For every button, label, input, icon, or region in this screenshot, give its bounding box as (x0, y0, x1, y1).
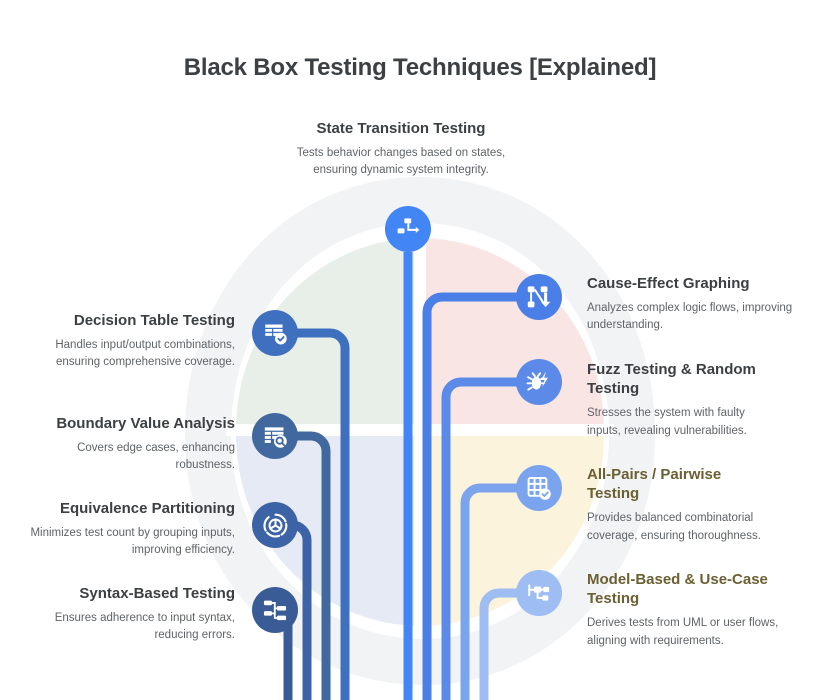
outer-ring-shape (184, 176, 656, 686)
item-state-transition: State Transition Testing Tests behavior … (295, 119, 507, 180)
item-cause-effect: Cause-Effect Graphing Analyzes complex l… (587, 274, 805, 335)
item-body: Derives tests from UML or user flows, al… (587, 617, 779, 647)
item-model-based: Model-Based & Use-Case Testing Derives t… (587, 570, 787, 650)
node-fuzz-testing[interactable] (516, 359, 562, 405)
wire-decision-table (281, 328, 350, 700)
wire-fuzz-testing (441, 377, 559, 700)
node-equivalence-partitioning[interactable] (252, 502, 298, 548)
grid-check-icon (527, 477, 551, 500)
node-all-pairs[interactable] (516, 465, 562, 511)
item-heading: Equivalence Partitioning (59, 500, 235, 517)
blob-gap-horizontal (226, 424, 614, 436)
node-syntax-based[interactable] (252, 587, 298, 633)
node-cause-effect[interactable] (516, 274, 562, 320)
item-heading: Syntax-Based Testing (79, 585, 235, 602)
item-decision-table: Decision Table Testing Handles input/out… (30, 311, 235, 372)
item-body: Stresses the system with faulty inputs, … (587, 407, 747, 437)
wire-boundary-value (281, 431, 331, 700)
wire-model-based (479, 588, 559, 700)
item-body: Analyzes complex logic flows, improving … (587, 302, 793, 332)
item-heading: All-Pairs / Pairwise Testing (587, 466, 722, 503)
item-body: Ensures adherence to input syntax, reduc… (54, 612, 235, 642)
node-decision-table[interactable] (252, 310, 298, 356)
branch-tree-icon (263, 600, 287, 621)
item-fuzz-testing: Fuzz Testing & Random Testing Stresses t… (587, 360, 777, 440)
table-check-icon (265, 324, 287, 345)
usecase-nodes-icon (528, 584, 550, 601)
item-all-pairs: All-Pairs / Pairwise Testing Provides ba… (587, 465, 777, 545)
item-heading: Fuzz Testing & Random Testing (587, 361, 756, 398)
bug-bolt-icon (526, 371, 548, 391)
item-body: Covers edge cases, enhancing robustness. (77, 442, 235, 472)
item-equivalence-partitioning: Equivalence Partitioning Minimizes test … (30, 499, 235, 560)
item-heading: State Transition Testing (316, 120, 486, 137)
item-body: Handles input/output combinations, ensur… (55, 339, 235, 369)
cause-effect-arrows-icon (527, 286, 551, 308)
item-heading: Cause-Effect Graphing (587, 275, 750, 292)
node-model-based[interactable] (516, 570, 562, 616)
table-search-icon (264, 427, 287, 448)
item-body: Provides balanced combinatorial coverage… (587, 512, 761, 542)
state-flow-icon (397, 218, 420, 234)
page-title: Black Box Testing Techniques [Explained] (183, 54, 657, 81)
item-syntax-based: Syntax-Based Testing Ensures adherence t… (30, 584, 235, 645)
partition-circle-icon (262, 513, 287, 537)
item-heading: Decision Table Testing (73, 312, 235, 329)
node-state-transition[interactable] (385, 206, 431, 252)
wire-cause-effect (422, 292, 559, 700)
item-heading: Model-Based & Use-Case Testing (587, 571, 768, 608)
item-body: Minimizes test count by grouping inputs,… (30, 527, 235, 557)
item-body: Tests behavior changes based on states, … (296, 147, 506, 177)
wire-all-pairs (460, 483, 559, 700)
item-boundary-value: Boundary Value Analysis Covers edge case… (30, 414, 235, 475)
node-boundary-value[interactable] (252, 413, 298, 459)
item-heading: Boundary Value Analysis (56, 415, 235, 432)
